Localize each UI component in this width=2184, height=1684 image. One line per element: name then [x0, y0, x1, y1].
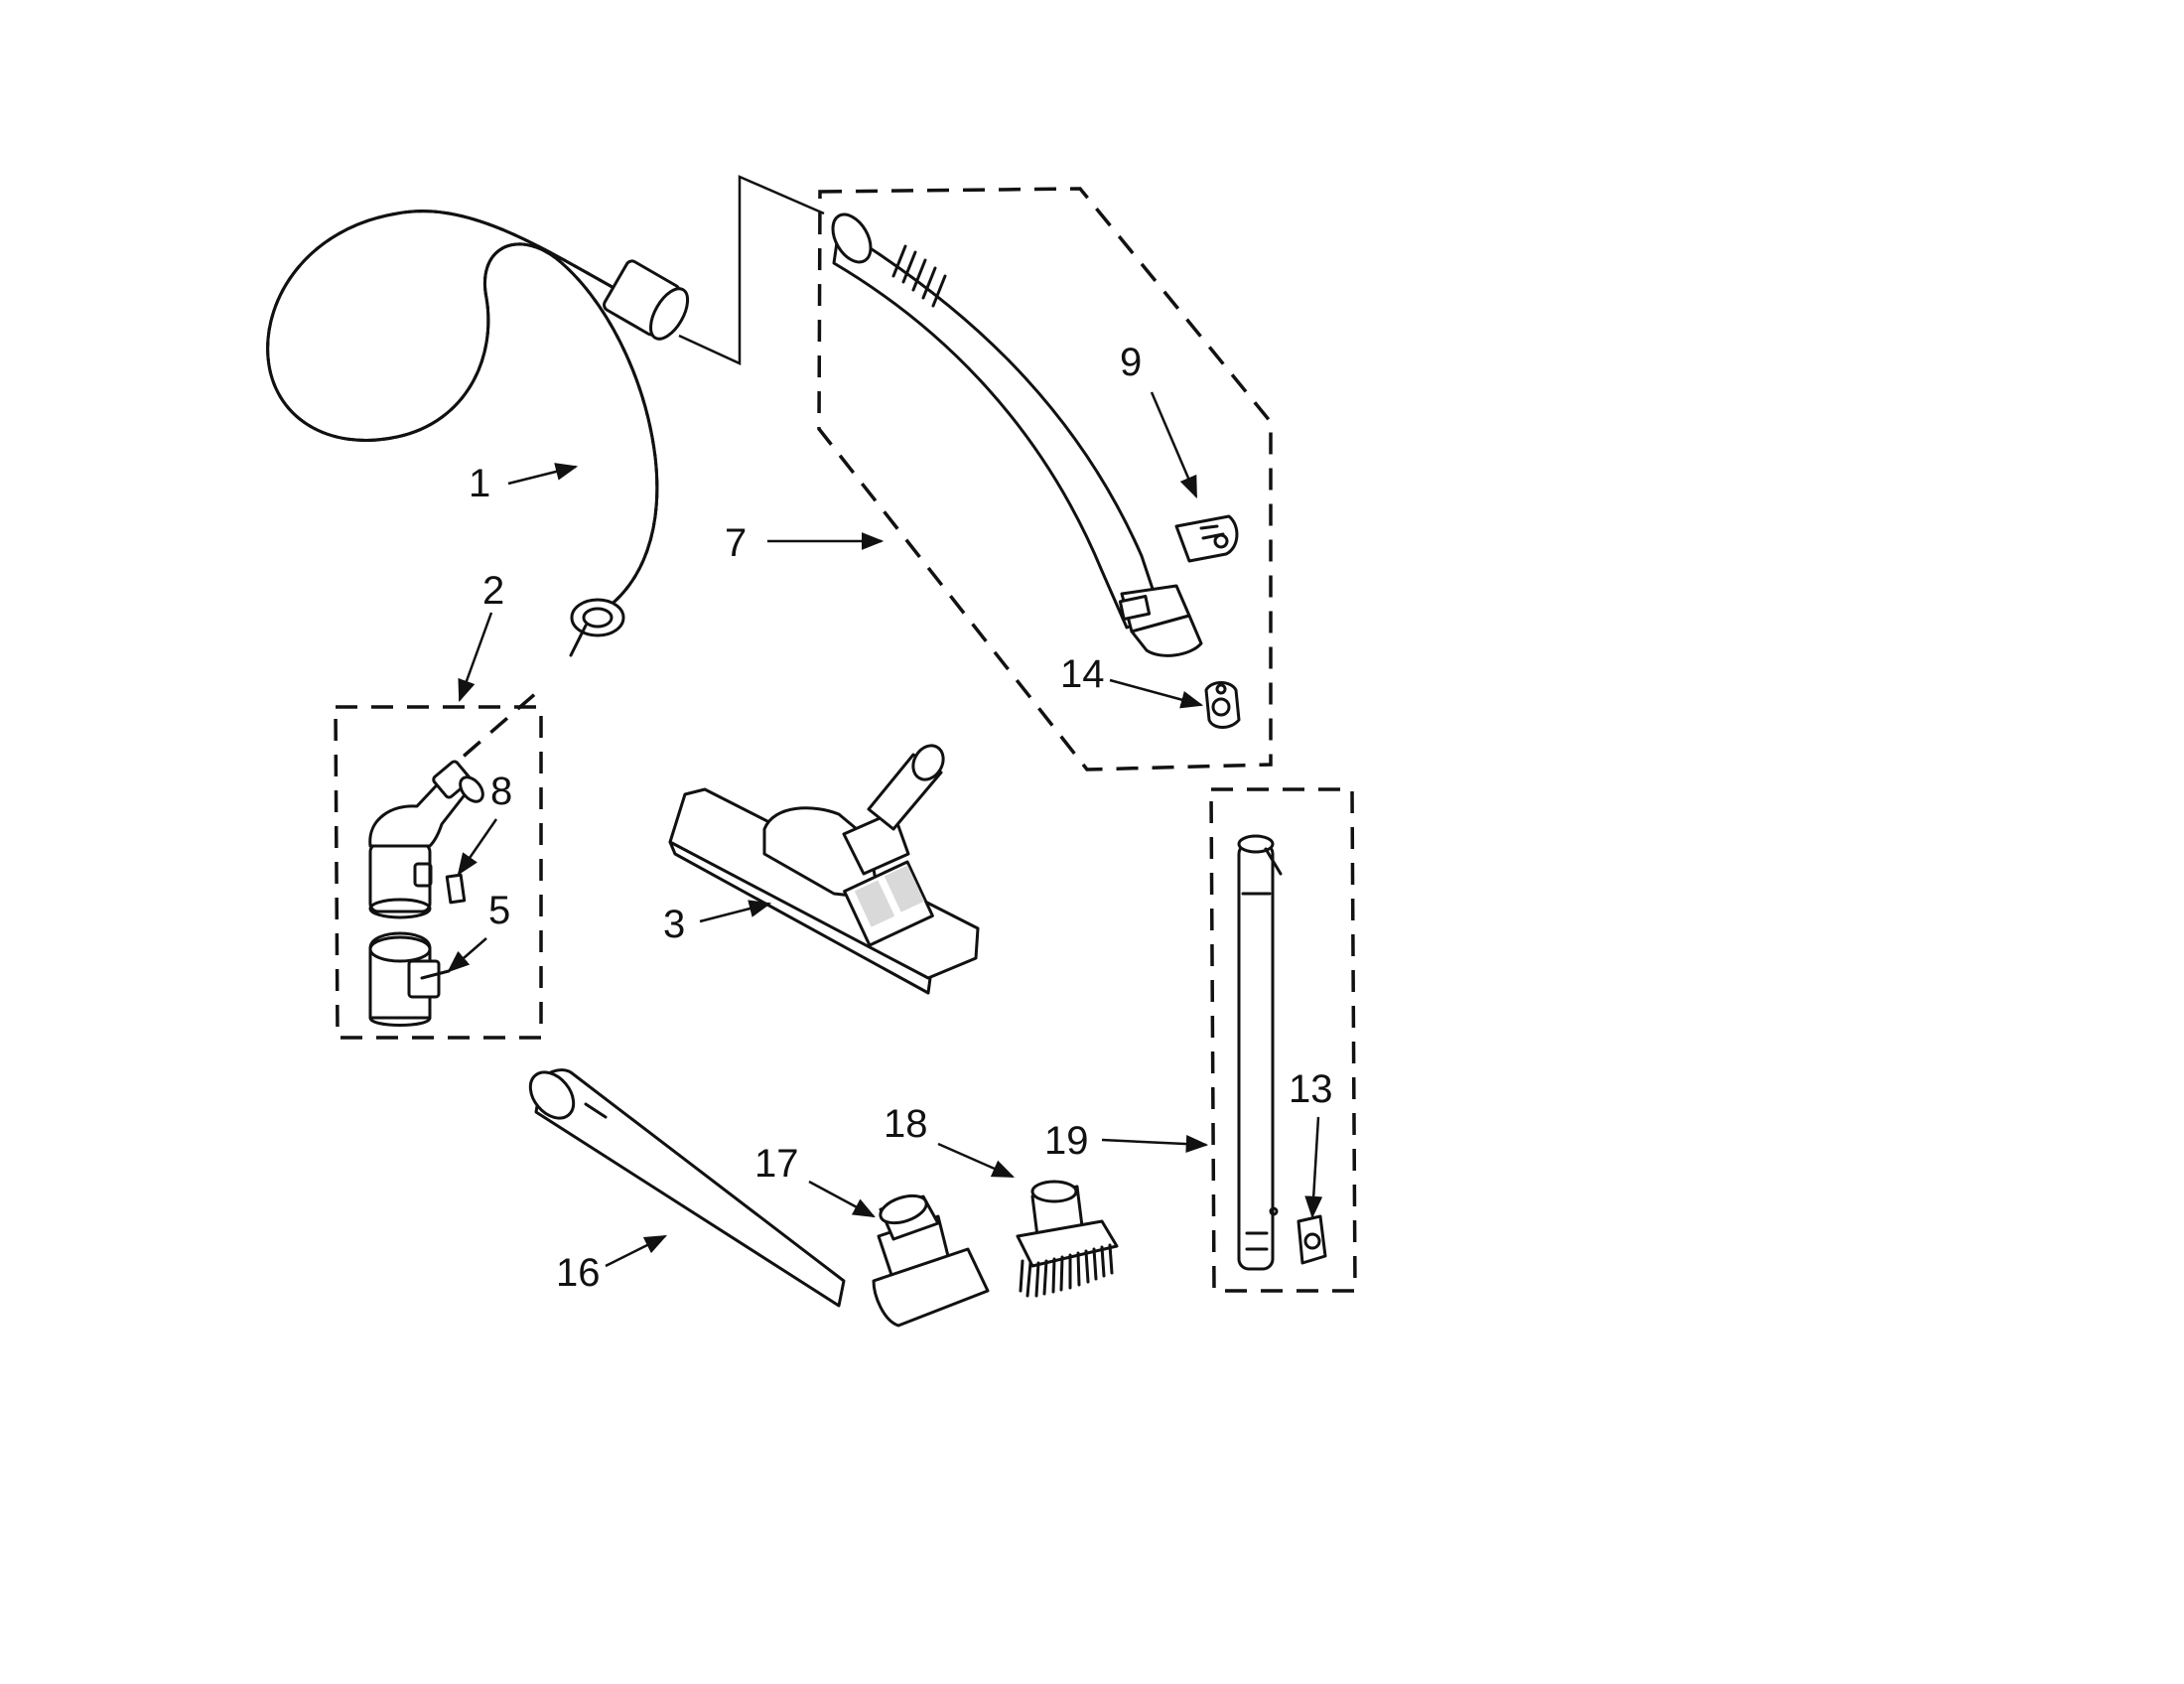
upholstery-tool-part[interactable]	[872, 1191, 990, 1328]
callout-5: 5	[488, 889, 510, 932]
swivel-upper-part[interactable]	[368, 760, 487, 919]
wand-assembly-boundary	[1209, 787, 1357, 1293]
swivel-lower-part[interactable]	[368, 931, 451, 1027]
callout-16: 16	[556, 1251, 601, 1295]
callout-18: 18	[884, 1102, 928, 1146]
swivel-connector-dash	[435, 691, 538, 781]
callout-9: 9	[1120, 341, 1142, 384]
handle-assembly-boundary	[817, 187, 1273, 772]
floor-tool-part[interactable]	[668, 740, 980, 995]
dusting-brush-part[interactable]	[1016, 1180, 1119, 1298]
wand-part[interactable]	[1237, 834, 1283, 1271]
crevice-tool-part[interactable]	[521, 1064, 846, 1308]
callout-2: 2	[482, 569, 504, 613]
callout-7: 7	[725, 521, 747, 565]
swivel-label-part[interactable]	[445, 873, 467, 905]
callout-8: 8	[490, 770, 512, 813]
handle-latch-part[interactable]	[1204, 681, 1241, 729]
callout-3: 3	[663, 903, 685, 946]
leader-arrows	[447, 391, 1323, 1268]
callout-17: 17	[754, 1142, 799, 1186]
callout-19: 19	[1044, 1119, 1089, 1163]
callout-13: 13	[1289, 1067, 1333, 1111]
swivel-assembly-boundary	[334, 705, 543, 1040]
hose-connector-line	[678, 175, 825, 365]
handle-clip-part[interactable]	[1174, 514, 1239, 563]
wand-clip-part[interactable]	[1297, 1214, 1327, 1265]
callout-1: 1	[469, 462, 490, 505]
hose-part[interactable]	[266, 210, 696, 657]
handle-part[interactable]	[825, 208, 1203, 657]
callout-14: 14	[1060, 652, 1105, 696]
